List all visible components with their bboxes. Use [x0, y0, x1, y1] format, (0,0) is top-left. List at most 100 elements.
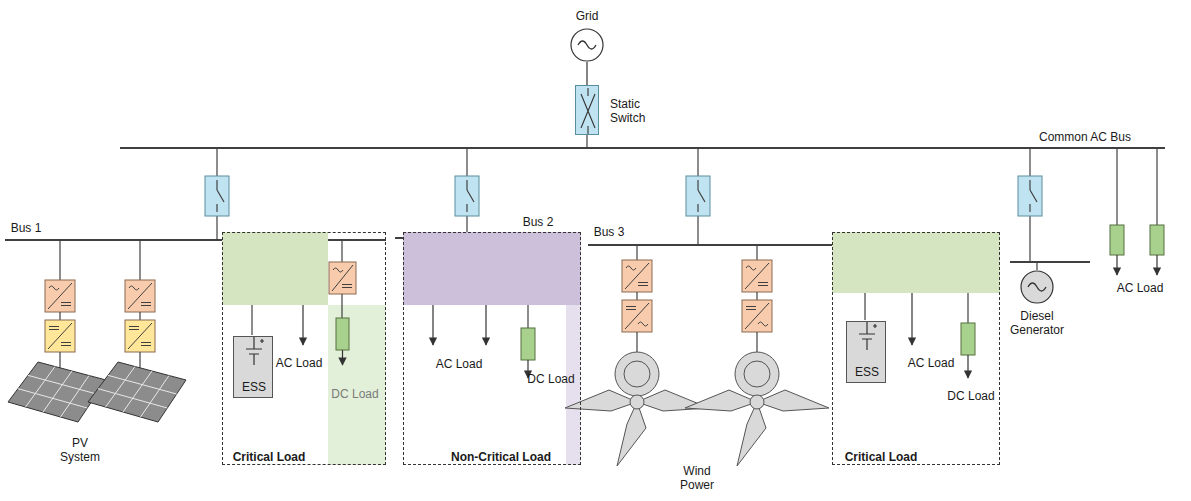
- wire: [59, 240, 60, 280]
- load-arrow: [302, 305, 303, 345]
- pv-cell-line: [141, 376, 170, 418]
- node-shape: [404, 233, 580, 464]
- turbine-hub: [750, 395, 764, 409]
- node-label: AC Load: [436, 357, 483, 371]
- wire: [756, 292, 757, 300]
- group-title: Critical Load: [845, 450, 918, 464]
- ac-symbol: [746, 266, 756, 270]
- pv-panel-outline: [88, 362, 186, 422]
- converter-symbol: [742, 260, 772, 292]
- switch-blade: [698, 190, 705, 202]
- group-title: Non-Critical Load: [451, 450, 551, 464]
- static-switch: Static Switch: [575, 85, 599, 135]
- turbine-rotor: [744, 361, 770, 387]
- node-label: ESS: [855, 365, 879, 379]
- wire: [139, 240, 140, 280]
- converter-symbol: [742, 300, 772, 332]
- turbine-rotor: [624, 361, 650, 387]
- converter-box: [45, 280, 75, 312]
- ess-box: ESS: [846, 321, 886, 383]
- load-arrow: [967, 355, 968, 378]
- dc-symbol: [61, 302, 71, 303]
- bus-name: Common AC Bus: [1039, 130, 1131, 144]
- dc-symbol: [758, 282, 768, 283]
- load-symbol: [1150, 225, 1164, 255]
- source-label: Wind Power: [672, 464, 722, 492]
- dc-symbol: [141, 345, 151, 346]
- grid-source: Grid: [570, 28, 604, 62]
- dc-symbol: [626, 306, 636, 307]
- dc-symbol: [49, 329, 59, 330]
- wire: [341, 240, 342, 262]
- load-label: AC Load: [1117, 281, 1164, 295]
- dc-symbol: [626, 309, 636, 310]
- converter-symbol: [329, 262, 356, 294]
- switch-box: [455, 176, 479, 216]
- switch-blade: [467, 190, 474, 202]
- dc-symbol: [342, 287, 352, 288]
- converter-diagonal: [625, 263, 649, 289]
- converter-symbol: [45, 280, 75, 312]
- wire: [1116, 148, 1117, 225]
- converter-symbol: [125, 280, 155, 312]
- switch-contact: [1029, 180, 1030, 190]
- load-group-box: Critical LoadAC LoadDC LoadESS: [222, 232, 386, 465]
- wire: [636, 292, 637, 300]
- switch-blade: [217, 190, 224, 202]
- converter-box: [622, 300, 652, 332]
- dc-symbol: [141, 305, 151, 306]
- load-symbol: [336, 318, 349, 350]
- ac-symbol: [638, 322, 648, 326]
- turbine-hub: [630, 395, 644, 409]
- battery-symbol: [246, 337, 264, 365]
- switch-symbol: [1018, 176, 1042, 216]
- turbine-nacelle: [615, 352, 659, 396]
- wire: [1156, 148, 1157, 225]
- pv-panel: [88, 362, 186, 422]
- wire: [527, 305, 528, 328]
- switch-blade: [1030, 190, 1037, 202]
- converter-diagonal: [128, 283, 152, 309]
- switch-symbol: [205, 176, 229, 216]
- bus-name: Bus 3: [594, 225, 625, 239]
- switch-box: [205, 176, 229, 216]
- converter-diagonal: [745, 263, 769, 289]
- common-ac-bus: [120, 147, 1165, 149]
- converter-box: [742, 260, 772, 292]
- power-line: [586, 62, 587, 85]
- switch-contact: [216, 204, 217, 212]
- load-symbol: [1110, 225, 1124, 255]
- dc-symbol: [61, 342, 71, 343]
- pv-panel: [8, 362, 106, 422]
- wind-turbine: [565, 352, 709, 466]
- wire: [756, 332, 757, 352]
- wire: [341, 294, 342, 318]
- ess-box: ESS: [233, 336, 273, 398]
- dc-symbol: [758, 285, 768, 286]
- turbine-blade: [617, 402, 646, 466]
- ac-symbol: [129, 286, 139, 290]
- source-circle: [1021, 271, 1053, 303]
- dc-symbol: [141, 342, 151, 343]
- pv-panel-outline: [8, 362, 106, 422]
- load-arrow: [342, 350, 343, 365]
- diesel-generator: Diesel Generator: [1020, 270, 1054, 304]
- bus-1: [5, 239, 386, 241]
- switch-box: [686, 176, 710, 216]
- load-arrow: [432, 305, 433, 345]
- wire: [864, 293, 865, 320]
- converter-box: [125, 320, 155, 352]
- load-arrow: [1156, 255, 1157, 275]
- turbine-nacelle: [735, 352, 779, 396]
- node-label: AC Load: [908, 356, 955, 370]
- dc-symbol: [342, 284, 352, 285]
- dc-symbol: [638, 285, 648, 286]
- turbine-blade: [737, 402, 766, 466]
- converter-diagonal: [625, 303, 649, 329]
- wire: [967, 293, 968, 323]
- dc-shading: [328, 305, 386, 465]
- source-circle: [571, 29, 603, 61]
- converter-symbol: [45, 320, 75, 352]
